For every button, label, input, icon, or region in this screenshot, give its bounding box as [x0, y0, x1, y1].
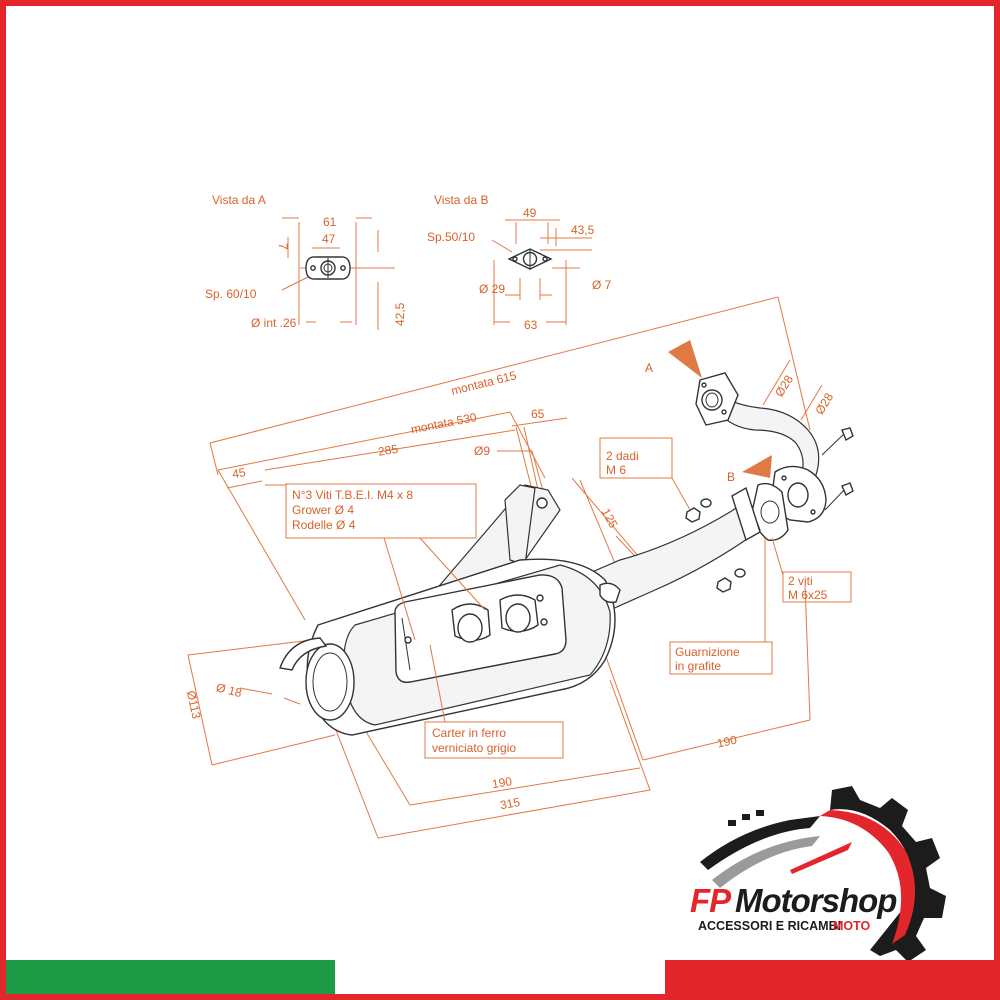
view-b-dim-29: Ø 29 — [479, 282, 505, 296]
view-b-dim-7: Ø 7 — [592, 278, 612, 292]
view-a-title: Vista da A — [212, 193, 266, 207]
point-b-label: B — [727, 470, 735, 484]
callout-screws-line1: N°3 Viti T.B.E.I. M4 x 8 — [292, 488, 413, 502]
logo-tagline: ACCESSORI E RICAMBI — [698, 919, 841, 933]
callout-screws-line2: Grower Ø 4 — [292, 503, 354, 517]
flag-red — [664, 960, 994, 994]
logo-fp: FP — [690, 882, 732, 919]
logo-tagline-moto: MOTO — [833, 919, 871, 933]
logo-motorshop: Motorshop — [735, 882, 897, 919]
dim-65: 65 — [531, 407, 545, 421]
hardware-parts — [671, 427, 854, 593]
view-a-sp: Sp. 60/10 — [205, 287, 257, 301]
dim-45: 45 — [231, 465, 247, 481]
fpmotorshop-logo: FP Motorshop ACCESSORI E RICAMBI MOTO — [690, 786, 946, 962]
callout-screws-line3: Rodelle Ø 4 — [292, 518, 356, 532]
bolt-top — [821, 427, 854, 456]
dim-montata-530: montata 530 — [410, 410, 478, 437]
view-b-dim-435: 43,5 — [571, 223, 595, 237]
callouts: N°3 Viti T.B.E.I. M4 x 8 Grower Ø 4 Rode… — [265, 437, 852, 759]
dim-diam-28-a: Ø28 — [772, 372, 796, 399]
nut-upper — [685, 498, 712, 523]
view-b: Vista da B 49 Sp.50/10 43,5 Ø 29 Ø 7 63 — [427, 193, 612, 332]
view-a: Vista da A 61 47 7 Sp. 60/10 Ø int .26 4… — [205, 193, 407, 330]
callout-nuts-line2: M 6 — [606, 463, 626, 477]
dim-diam-9: Ø9 — [474, 444, 490, 458]
callout-gasket-line1: Guarnizione — [675, 645, 740, 659]
main-dimension-lines — [187, 296, 823, 839]
callout-bolts-line2: M 6x25 — [788, 588, 828, 602]
callout-bolts-line1: 2 viti — [788, 574, 813, 588]
dim-diam-113: Ø113 — [184, 689, 204, 720]
callout-cover-line2: verniciato grigio — [432, 741, 516, 755]
dim-190-bottom: 190 — [491, 774, 513, 791]
view-a-dim-47: 47 — [322, 232, 336, 246]
dim-285: 285 — [377, 442, 399, 459]
callout-cover-line1: Carter in ferro — [432, 726, 506, 740]
callout-gasket-line2: in grafite — [675, 659, 721, 673]
view-a-dim-425: 42,5 — [393, 302, 407, 326]
dim-125: 125 — [599, 506, 621, 531]
dim-315: 315 — [499, 795, 521, 812]
flag-white — [335, 960, 665, 994]
nut-lower — [716, 568, 746, 593]
callout-nuts-line1: 2 dadi — [606, 449, 639, 463]
exhaust-assembly — [279, 372, 827, 736]
view-arrows: A B — [645, 340, 772, 484]
point-a-label: A — [645, 361, 653, 375]
view-b-sp: Sp.50/10 — [427, 230, 475, 244]
view-a-dim-7: 7 — [276, 243, 290, 250]
view-a-int: Ø int .26 — [251, 316, 297, 330]
italian-flag-stripe — [6, 960, 994, 994]
view-a-dim-61: 61 — [323, 215, 337, 229]
dim-diam-18: Ø 18 — [215, 680, 244, 700]
view-b-dim-49: 49 — [523, 206, 537, 220]
flag-green — [6, 960, 336, 994]
bolt-bottom — [824, 482, 854, 511]
view-b-title: Vista da B — [434, 193, 488, 207]
view-b-dim-63: 63 — [524, 318, 538, 332]
dim-190-right: 190 — [716, 733, 739, 751]
